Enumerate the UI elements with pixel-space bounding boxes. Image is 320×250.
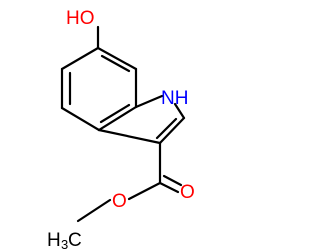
bond-carbonyl-c-ester-o [127, 181, 162, 201]
nh-label: NH [161, 88, 188, 109]
bond-n1-c2 [173, 102, 186, 120]
methyl-c-label: C [68, 230, 82, 250]
bond-c6-c7 [96, 46, 138, 71]
bond-ester-o-methyl [76, 198, 112, 223]
benzene-ring [60, 46, 138, 132]
bond-carbonyl-double-2 [162, 174, 183, 187]
molecule-drawing: HO NH O O H 3 C [47, 8, 195, 250]
bond-c2-c3 [158, 116, 186, 145]
methyl-h-label: H [47, 230, 61, 250]
bond-c7a-n1 [134, 94, 164, 109]
bond-c3a-c4 [60, 106, 101, 132]
bond-c7a-c3a [97, 105, 138, 132]
hydroxyl-label: HO [66, 8, 95, 29]
carbonyl-oxygen-label: O [180, 182, 195, 203]
methyl-subscript-label: 3 [61, 237, 68, 250]
bond-c2-c3-inner [155, 117, 178, 140]
bond-c6-c7-inner [100, 54, 131, 73]
ester-group [76, 141, 183, 223]
bond-c7a-c3a-inner [99, 103, 131, 124]
bond-c3-c3a [97, 128, 162, 145]
structure-diagram: HO NH O O H 3 C [47, 8, 195, 250]
ester-oxygen-label: O [112, 191, 127, 212]
bond-carbonyl-double-1 [158, 181, 180, 194]
pyrrole-ring [97, 94, 186, 145]
bond-c5-c6 [60, 46, 100, 71]
